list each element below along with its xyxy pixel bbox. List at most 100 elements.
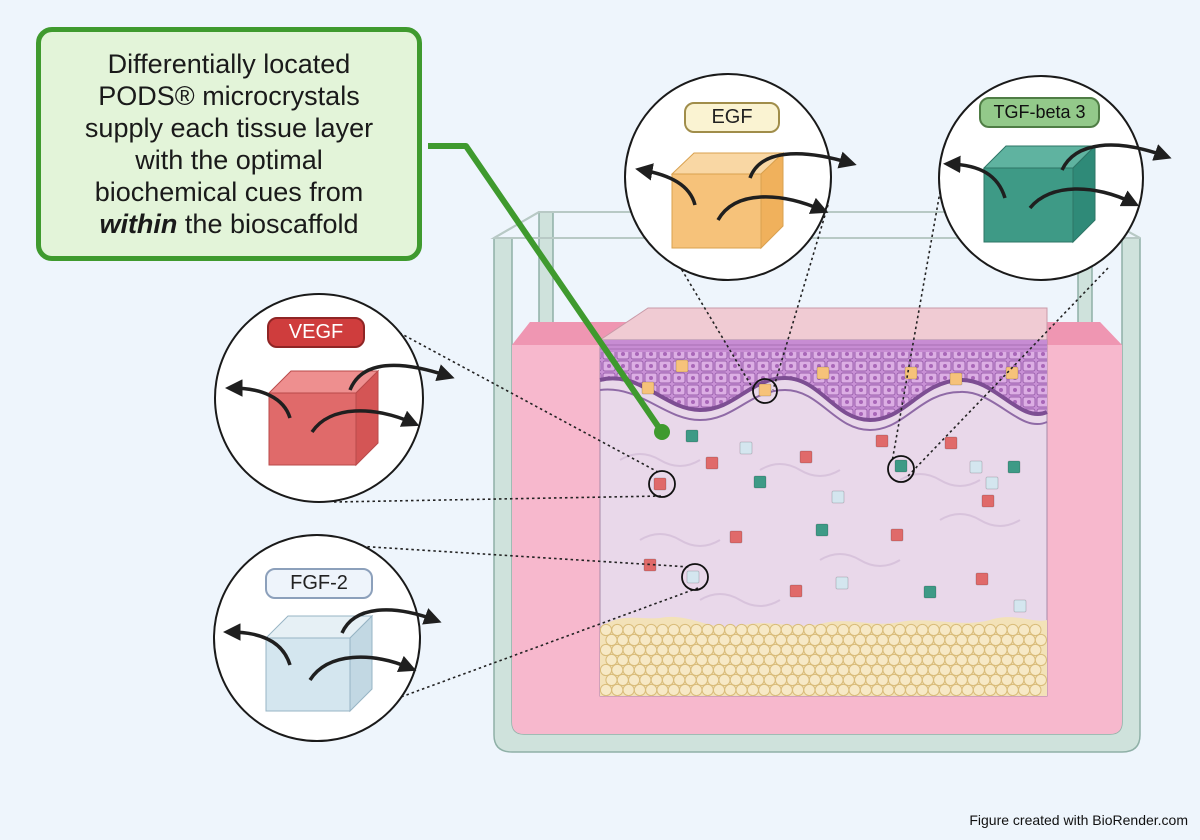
scaffold-bead: [950, 683, 963, 697]
scaffold-bead: [628, 653, 641, 667]
scaffold-bead: [865, 653, 878, 667]
vegf-highlight-circle: [648, 470, 676, 498]
vegf-microcrystal: [975, 572, 989, 586]
scaffold-bead: [899, 673, 912, 687]
scaffold-bead: [679, 663, 692, 677]
scaffold-bead: [645, 623, 658, 637]
scaffold-bead: [933, 633, 946, 647]
scaffold-bead: [746, 643, 760, 657]
scaffold-bead: [1023, 633, 1036, 647]
scaffold-bead: [921, 653, 935, 667]
fgf-microcrystal: [739, 441, 753, 455]
scaffold-bead: [746, 623, 760, 637]
scaffold-bead: [673, 633, 686, 647]
vegf-microcrystal: [944, 436, 958, 450]
vegf-arrow-icon: [310, 409, 420, 434]
tgf-microcrystal: [815, 523, 829, 537]
scaffold-bead: [1034, 653, 1048, 667]
scaffold-bead: [1029, 643, 1042, 657]
scaffold-bead: [927, 663, 940, 677]
scaffold-bead: [978, 653, 991, 667]
callout-line: with the optimal: [135, 145, 323, 175]
epidermis-layer: [600, 352, 1047, 420]
scaffold-bead: [741, 633, 754, 647]
scaffold-bead: [628, 633, 641, 647]
scaffold-bead: [871, 683, 884, 697]
scaffold-bead: [972, 683, 986, 697]
scaffold-bead: [1018, 623, 1031, 637]
scaffold-bead: [927, 643, 940, 657]
scaffold-bead: [989, 653, 1002, 667]
tgf-label: TGF-beta 3: [979, 97, 1100, 128]
scaffold-bead: [876, 653, 889, 667]
scaffold-bead: [616, 653, 629, 667]
scaffold-bead: [797, 653, 810, 667]
vegf-label: VEGF: [267, 317, 365, 348]
scaffold-bead: [820, 653, 833, 667]
scaffold-bead: [707, 653, 720, 667]
scaffold-bead: [865, 633, 878, 647]
scaffold-bead: [667, 643, 680, 657]
scaffold-bead: [786, 653, 799, 667]
egf-crystal-icon: [670, 151, 785, 250]
scaffold-bead: [661, 653, 675, 667]
scaffold-bead: [792, 683, 805, 697]
scaffold-bead: [961, 643, 974, 657]
scaffold-bead: [741, 653, 754, 667]
scaffold-bead: [758, 643, 771, 657]
scaffold-bead: [837, 663, 850, 677]
scaffold-bead: [797, 673, 810, 687]
scaffold-bead: [921, 633, 935, 647]
scaffold-bead: [622, 643, 635, 657]
tgf-crystal-icon: [982, 144, 1097, 244]
scaffold-bead: [972, 663, 986, 677]
scaffold-bead: [820, 673, 833, 687]
scaffold-bead: [628, 673, 641, 687]
scaffold-bead: [679, 683, 692, 697]
scaffold-bead: [633, 623, 647, 637]
egf-arrow-icon: [635, 163, 697, 206]
scaffold-bead: [859, 623, 873, 637]
scaffold-bead: [679, 623, 692, 637]
scaffold-bead: [837, 623, 850, 637]
scaffold-bead: [673, 673, 686, 687]
scaffold-bead: [639, 653, 652, 667]
scaffold-bead: [786, 633, 799, 647]
scaffold-bead: [837, 643, 850, 657]
scaffold-bead: [599, 663, 613, 677]
scaffold-bead: [656, 643, 669, 657]
scaffold-bead: [735, 623, 748, 637]
scaffold-bead: [916, 623, 929, 637]
scaffold-bead: [967, 653, 980, 667]
scaffold-bead: [774, 673, 788, 687]
egf-microcrystal: [949, 372, 963, 386]
vegf-microcrystal: [729, 530, 743, 544]
vegf-microcrystal: [789, 584, 803, 598]
scaffold-bead: [984, 623, 997, 637]
tgf-arrow-icon: [943, 155, 1007, 199]
scaffold-bead: [633, 683, 647, 697]
scaffold-bead: [780, 623, 793, 637]
scaffold-bead: [695, 653, 709, 667]
scaffold-bead: [803, 663, 816, 677]
scaffold-bead: [752, 633, 765, 647]
scaffold-bead: [938, 643, 952, 657]
scaffold-bead: [944, 673, 957, 687]
scaffold-bead: [921, 673, 935, 687]
scaffold-bead: [707, 633, 720, 647]
scaffold-bead: [758, 683, 771, 697]
callout-line: PODS® microcrystals: [98, 81, 360, 111]
tgf-highlight-circle: [887, 455, 915, 483]
scaffold-bead: [950, 663, 963, 677]
scaffold-bead: [707, 673, 720, 687]
scaffold-bead: [633, 643, 647, 657]
vegf-arrow-icon: [225, 379, 292, 419]
scaffold-bead: [752, 673, 765, 687]
scaffold-bead: [871, 663, 884, 677]
scaffold-bead: [712, 663, 726, 677]
scaffold-bead: [859, 663, 873, 677]
scaffold-bead: [882, 623, 895, 637]
scaffold-bead: [780, 683, 793, 697]
scaffold-bead: [729, 653, 742, 667]
scaffold-bead: [831, 673, 844, 687]
